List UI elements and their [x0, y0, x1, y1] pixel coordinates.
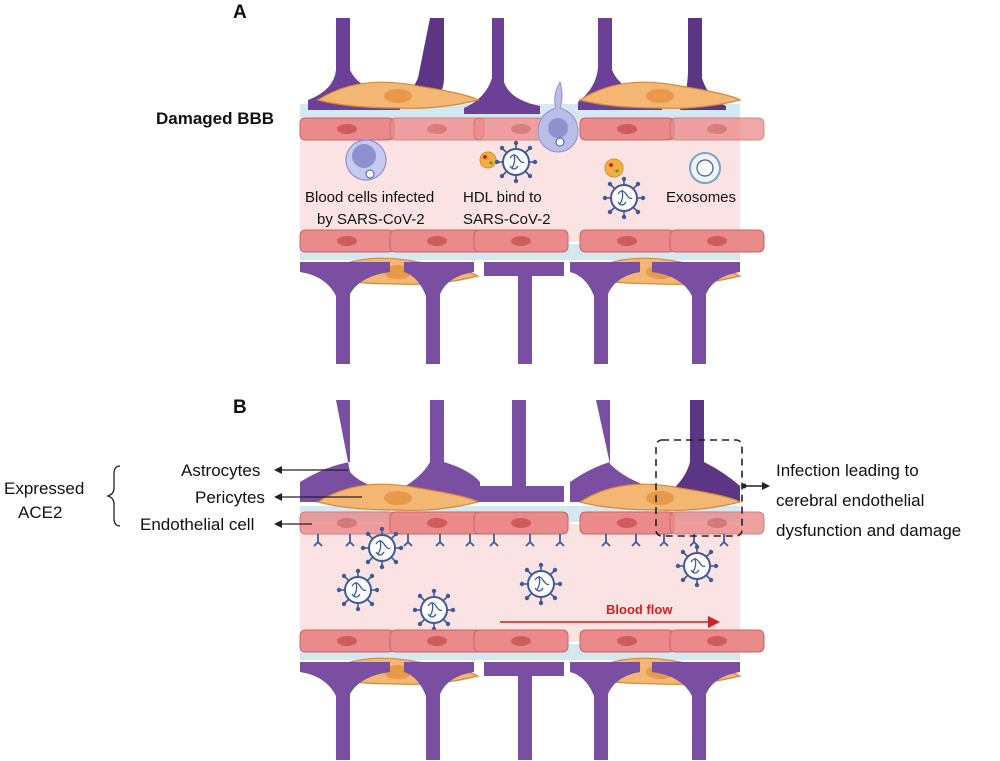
blood-flow-arrow — [500, 616, 720, 628]
infection-focus-box — [655, 439, 743, 537]
panel-a-letter: A — [233, 2, 247, 23]
virus-b-4 — [518, 561, 564, 607]
label-arrows — [282, 469, 362, 525]
ace2-brace — [105, 465, 121, 527]
infected-blood-cell — [345, 139, 387, 181]
endothelial-top-b — [299, 511, 765, 535]
hdl-label-2: SARS-CoV-2 — [463, 211, 551, 228]
endothelial-bottom-a — [299, 229, 765, 253]
panel-b — [105, 400, 770, 760]
pericytes-label: Pericytes — [195, 488, 265, 507]
virus-b-5 — [674, 543, 720, 589]
astrocytes-bottom-a — [300, 262, 740, 364]
virus-hdl-a — [493, 139, 539, 185]
hdl-particle-2 — [604, 158, 624, 178]
astrocytes-bottom-b — [300, 662, 740, 760]
label-arrowheads — [274, 466, 282, 528]
exosome — [689, 152, 721, 184]
virus-b-3 — [411, 587, 457, 633]
infected-blood-cell-crossing — [537, 80, 579, 153]
virus-b-1 — [359, 525, 405, 571]
expressed-label-1: Expressed — [4, 479, 84, 498]
hdl-particle — [479, 151, 497, 169]
astrocytes-label: Astrocytes — [181, 461, 260, 480]
panel-a — [299, 18, 765, 364]
astrocytes-top-a — [308, 18, 726, 114]
endothelial-top-a — [299, 117, 765, 141]
blood-flow-label: Blood flow — [606, 602, 673, 617]
hdl-label-1: HDL bind to — [463, 189, 542, 206]
exosomes-label: Exosomes — [666, 189, 736, 206]
virus-b-2 — [335, 567, 381, 613]
infection-label-1: Infection leading to — [776, 461, 919, 480]
infection-label-2: cerebral endothelial — [776, 491, 924, 510]
panel-b-letter: B — [233, 397, 247, 418]
infection-arrow — [741, 482, 770, 490]
expressed-label-2: ACE2 — [18, 503, 62, 522]
infection-label-3: dysfunction and damage — [776, 521, 961, 540]
damaged-bbb-label: Damaged BBB — [156, 109, 274, 128]
endothelial-bottom-b — [299, 629, 765, 653]
astrocytes-top-b — [300, 400, 740, 502]
blood-cells-label-1: Blood cells infected — [305, 189, 434, 206]
endothelial-label: Endothelial cell — [140, 515, 254, 534]
blood-cells-label-2: by SARS-CoV-2 — [317, 211, 425, 228]
virus-a-2 — [601, 175, 647, 221]
